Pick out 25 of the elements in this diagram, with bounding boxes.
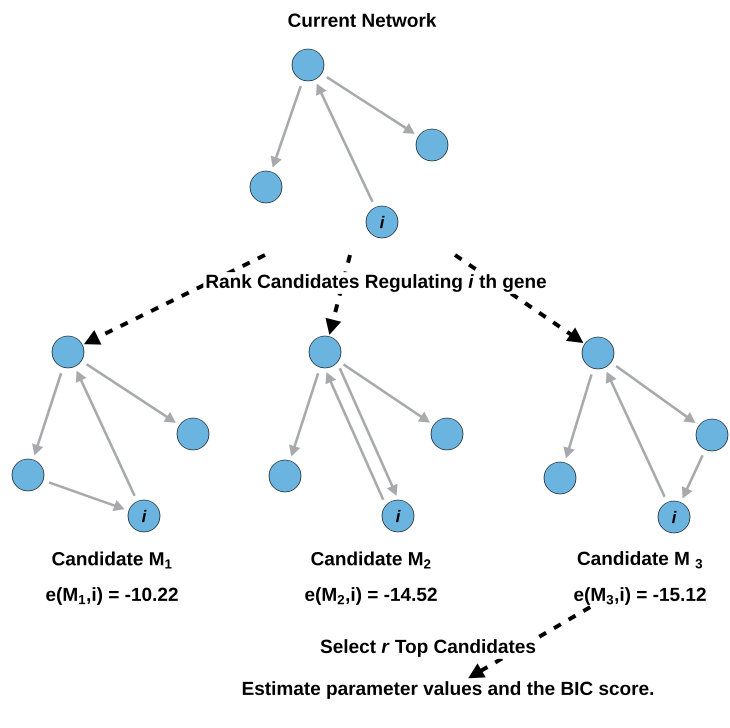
- gene-node: [292, 48, 324, 82]
- gene-node: [582, 336, 614, 370]
- label: e(M$_{2}$,i) = -14.52: [302, 585, 440, 607]
- gene-node: [176, 418, 210, 450]
- gene-node: [544, 462, 576, 494]
- title: Current Network: [288, 13, 436, 27]
- label: Rank Candidates Regulating i th gene: [203, 272, 549, 294]
- gene-node: [12, 458, 44, 492]
- gene-node: i: [382, 500, 414, 532]
- gene-node: [250, 170, 282, 204]
- label: e(M$_{1}$,i) = -10.22: [44, 585, 181, 607]
- gene-node: i: [366, 206, 398, 238]
- step-text: Candidate M $_{3}$ e(M$_{3}$,i) = -15.12: [574, 551, 706, 605]
- gene-node: [416, 128, 448, 162]
- gene-node: i: [658, 500, 690, 534]
- gene-node: i: [128, 500, 160, 532]
- step-text: Estimate parameter values and the BIC score.: [242, 681, 654, 699]
- label: Candidate M$_{1}$: [50, 550, 174, 570]
- gene-node: [430, 418, 464, 450]
- gene-node: [52, 336, 84, 368]
- gene-node: [696, 418, 728, 452]
- gene-node: [268, 460, 302, 492]
- label: Candidate M$_{2}$: [308, 549, 434, 571]
- edge-label: Select r Top Candidates: [318, 637, 538, 659]
- gene-node: [308, 336, 342, 368]
